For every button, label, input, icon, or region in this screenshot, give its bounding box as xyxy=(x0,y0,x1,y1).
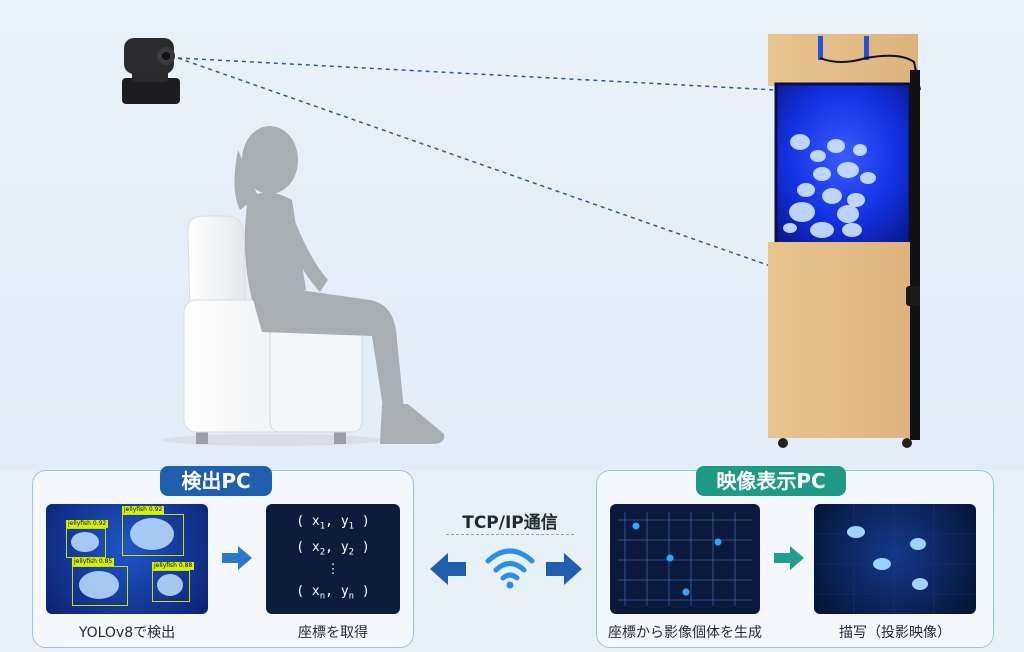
arrow-right-icon-2 xyxy=(546,553,582,585)
detection-box-4 xyxy=(152,570,190,602)
projection-image xyxy=(814,504,976,614)
person-silhouette xyxy=(234,126,445,444)
jellyfish-marks xyxy=(71,518,183,599)
wifi-icon xyxy=(485,548,535,589)
detection-label-4: jellyfish 0.88 xyxy=(152,562,195,570)
yolo-detection-image: jellyfish 0.92 jellyfish 0.92 jellyfish … xyxy=(46,504,208,614)
coordinate-grid xyxy=(610,504,760,614)
aquarium-cabinet xyxy=(768,34,921,448)
detection-box-3 xyxy=(72,566,128,606)
coord-ellipsis: ⋮ xyxy=(326,562,340,577)
get-coords-caption: 座標を取得 xyxy=(298,625,368,641)
arrow-right-icon xyxy=(222,546,252,570)
detection-pc-title: 検出PC xyxy=(160,466,272,496)
tcp-ip-label: TCP/IP通信 xyxy=(462,513,558,533)
render-projection-caption: 描写（投影映像） xyxy=(839,625,951,641)
camera-sightline-bottom xyxy=(177,57,777,269)
coordinates-display: ( x1, y1 ) ( x2, y2 ) ⋮ ( xn, yn ) xyxy=(266,504,400,614)
coord-row-2: ( x2, y2 ) xyxy=(296,540,370,558)
coord-row-1: ( x1, y1 ) xyxy=(296,514,370,532)
generate-individuals-caption: 座標から影像個体を生成 xyxy=(608,625,762,641)
detection-box-1 xyxy=(66,528,106,558)
yolo-detect-caption: YOLOv8で検出 xyxy=(78,625,176,641)
scene-illustration xyxy=(0,0,1024,470)
display-pc-title: 映像表示PC xyxy=(696,466,846,496)
tcp-ip-divider xyxy=(446,534,574,535)
detection-label-1: jellyfish 0.92 xyxy=(66,520,109,528)
arrow-left-icon xyxy=(430,553,466,585)
coord-row-n: ( xn, yn ) xyxy=(296,584,370,602)
camera-icon xyxy=(122,38,180,104)
grid-points xyxy=(618,512,752,606)
arrow-right-icon-3 xyxy=(774,546,804,570)
detection-label-2: jellyfish 0.92 xyxy=(122,506,165,514)
camera-sightline-top xyxy=(177,57,777,91)
detection-box-2 xyxy=(122,514,184,556)
detection-label-3: jellyfish 0.85 xyxy=(72,558,115,566)
projected-jellyfish xyxy=(814,504,976,614)
